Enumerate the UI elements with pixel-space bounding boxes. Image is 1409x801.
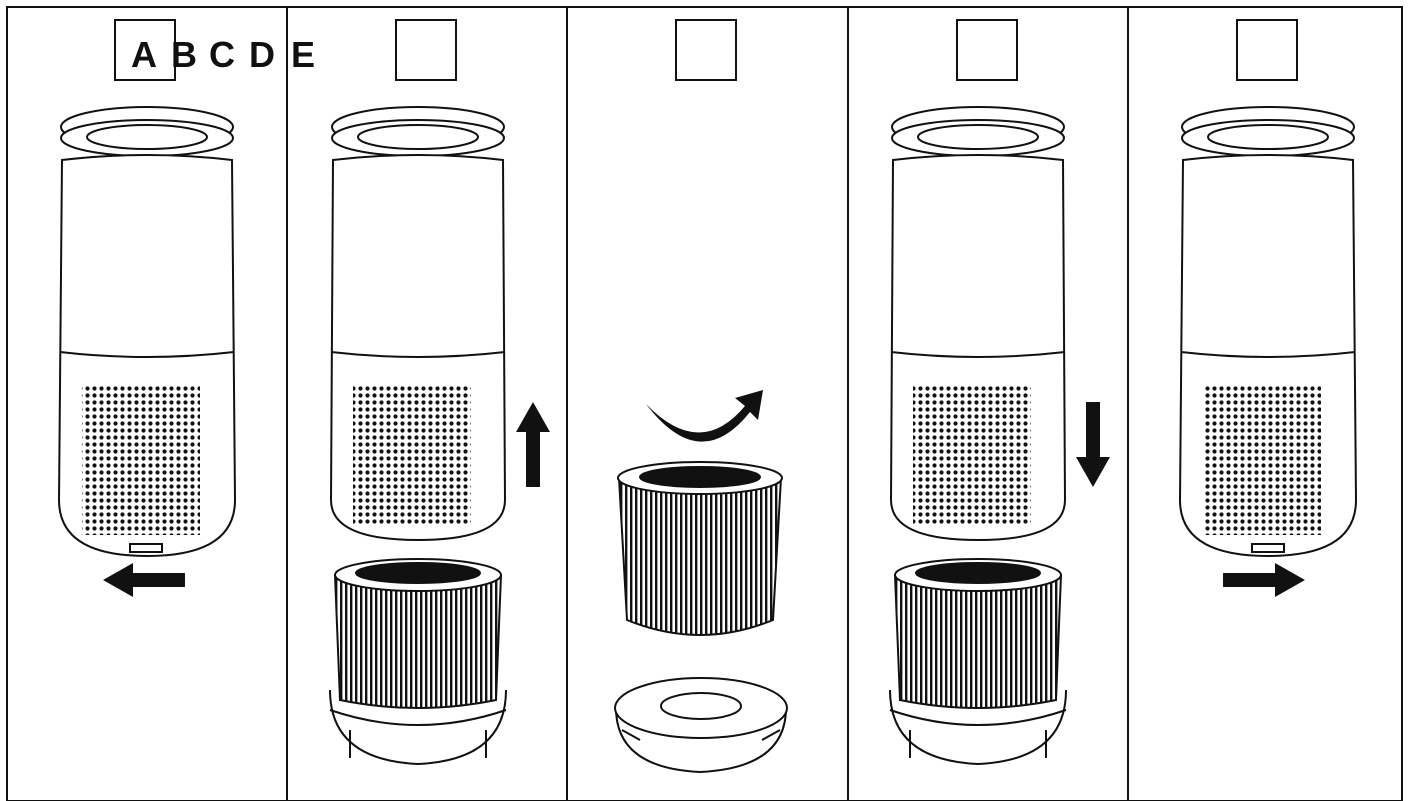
arrow-down-icon (1076, 402, 1110, 487)
air-intake-grille (82, 385, 200, 535)
panel-4 (889, 106, 1110, 766)
step-letter-e: E (291, 34, 315, 75)
filter-cartridge (333, 558, 503, 709)
panel-frame (6, 6, 1403, 801)
step-letter-a: A (131, 34, 157, 75)
step-letter-b: B (171, 34, 197, 75)
filter-base (614, 677, 788, 774)
arrow-left-icon (103, 563, 185, 597)
panel-3 (614, 390, 788, 774)
purifier-base (329, 689, 507, 766)
air-intake-grille (353, 385, 471, 525)
lock-tab (129, 543, 163, 553)
air-intake-grille (913, 385, 1031, 525)
filter-cartridge (893, 558, 1063, 709)
step-letters: A B C D E (131, 34, 315, 75)
panel-2 (329, 106, 550, 766)
arrow-up-icon (516, 402, 550, 487)
purifier-body (889, 106, 1067, 542)
panel-1 (57, 106, 237, 597)
arrow-right-icon (1223, 563, 1305, 597)
lock-tab (1251, 543, 1285, 553)
air-intake-grille (1203, 385, 1321, 535)
step-box-1 (114, 19, 176, 81)
step-letter-c: C (209, 34, 235, 75)
rotate-arrow-icon (646, 390, 763, 442)
step-box-3 (675, 19, 737, 81)
step-box-5 (1236, 19, 1298, 81)
purifier-unit (1178, 106, 1358, 558)
step-box-4 (956, 19, 1018, 81)
step-box-2 (395, 19, 457, 81)
panel-5 (1178, 106, 1358, 597)
purifier-unit (57, 106, 237, 558)
purifier-body (329, 106, 507, 542)
purifier-base (889, 689, 1067, 766)
step-letter-d: D (249, 34, 275, 75)
filter-cartridge (617, 461, 783, 636)
